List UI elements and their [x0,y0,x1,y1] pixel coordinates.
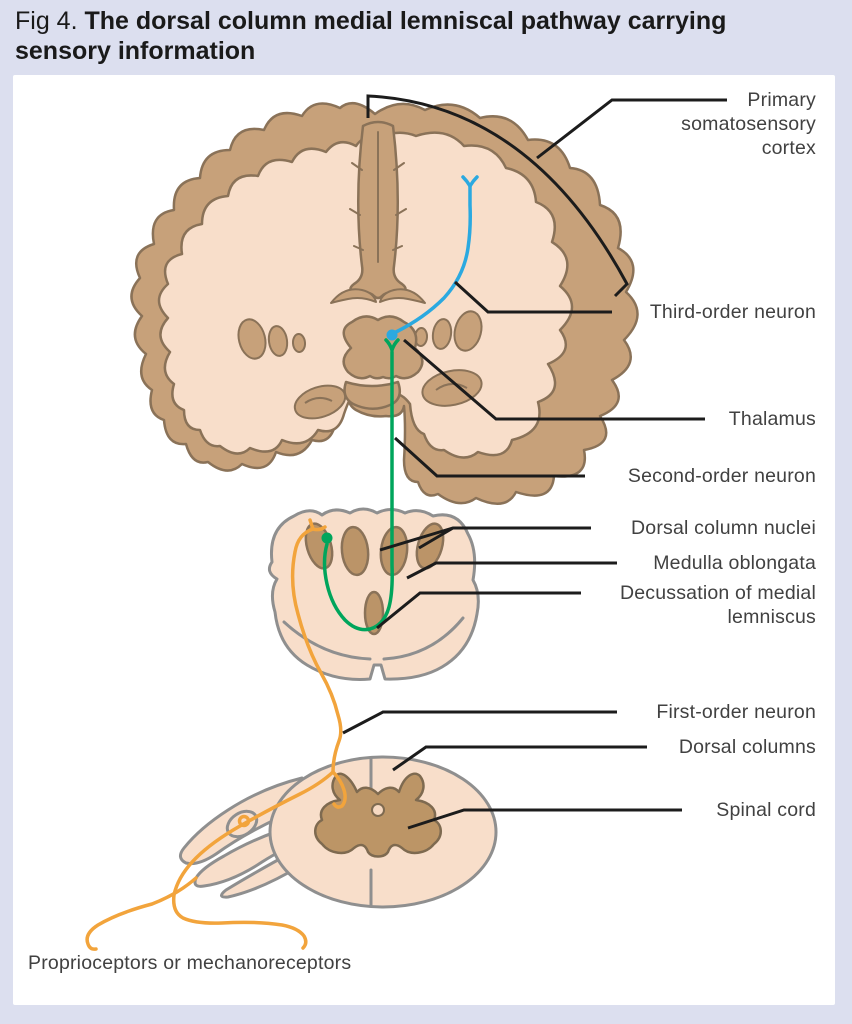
pointer-thalamus [403,338,705,421]
pointer-second-order [393,436,585,478]
brain-coronal-section [130,101,639,505]
figure-number: Fig 4. [15,7,78,35]
second-order-terminal-fork [384,338,400,352]
pointer-decussation [376,591,581,630]
figure-panel [13,75,835,1005]
pointer-primary-cortex [536,98,727,160]
ganglion-cell-body [237,814,251,828]
hippocampus-right [421,369,483,407]
figure-title: Fig 4. The dorsal column medial lemnisca… [15,6,777,66]
pointer-dorsal-column-nuclei [379,526,591,552]
lateral-ventricles [330,288,426,304]
thalamus-synapse-dot [386,329,398,341]
first-order-collateral-branch [331,770,347,809]
first-order-terminal-fork [308,518,327,532]
first-order-neuron-path [171,527,343,950]
medulla-ventral-contour [282,616,465,661]
third-order-terminal-fork [461,175,479,188]
third-order-neuron-path [394,184,472,334]
thalamus-body [342,315,424,380]
basal-ganglia [237,310,483,360]
second-order-cell-body-dot [321,532,333,544]
pathway-diagram [85,94,727,951]
figure-title-text: The dorsal column medial lemniscal pathw… [15,7,727,65]
pointer-third-order [453,280,612,314]
midbrain-bump [343,380,401,410]
second-order-neuron-path [322,350,394,632]
pointer-first-order [342,710,617,735]
third-order-neuron-pathway [394,175,479,334]
pointer-medulla [406,561,617,580]
central-canal [371,803,385,817]
second-order-neuron-pathway [322,338,400,632]
pointer-spinal-cord [407,808,682,830]
pointer-lines [342,94,727,830]
receptor-branch-left [85,876,198,951]
midline-sulcus-lines [349,131,407,263]
cortex-bracket [366,94,629,298]
pointer-dorsal-columns [392,745,647,772]
first-order-neuron-pathway [85,518,347,951]
